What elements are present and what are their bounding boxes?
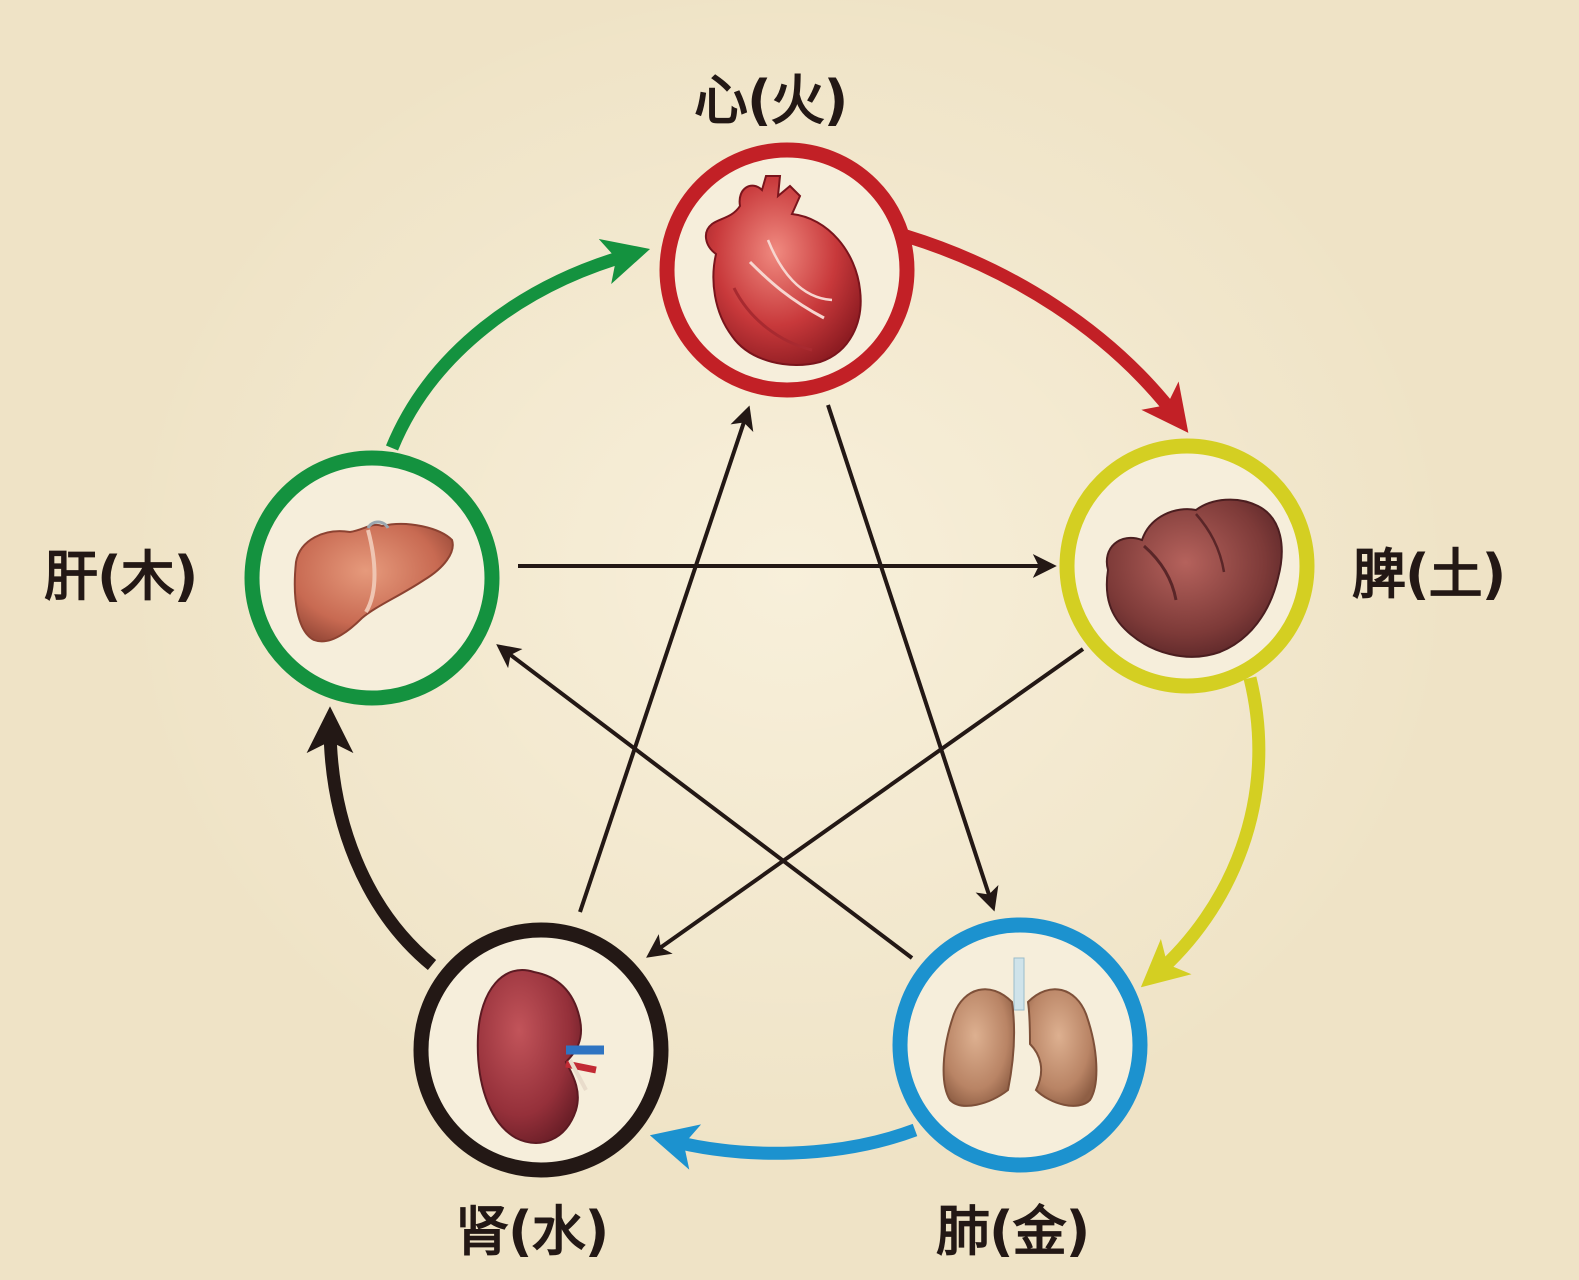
label-spleen-earth: 脾(土) — [1352, 543, 1506, 606]
node-heart — [659, 142, 915, 398]
arrow-heart-to-spleen — [904, 229, 1189, 433]
node-liver — [244, 450, 500, 706]
lungs-icon — [942, 957, 1098, 1107]
kidney-icon — [476, 969, 604, 1144]
arrow-kidney-to-liver — [306, 706, 437, 971]
heart-icon — [704, 175, 862, 366]
arrow-spleen-to-lung — [1140, 676, 1266, 988]
lung-ring — [892, 917, 1148, 1173]
spleen-ring — [1059, 438, 1315, 694]
label-liver-wood: 肝(木) — [44, 545, 198, 608]
liver-ring — [244, 450, 500, 706]
arrow-heart-to-lung — [826, 404, 999, 912]
spleen-icon — [1105, 498, 1283, 658]
node-spleen — [1059, 438, 1315, 694]
node-lung — [892, 917, 1148, 1173]
kidney-ring — [413, 922, 669, 1178]
generating-cycle — [306, 229, 1266, 1170]
label-lung-metal: 肺(金) — [936, 1200, 1090, 1263]
heart-ring — [659, 142, 915, 398]
arrow-lung-to-kidney — [649, 1123, 918, 1170]
node-kidney — [413, 922, 669, 1178]
arrow-kidney-to-heart — [578, 405, 754, 913]
label-heart-fire: 心(火) — [694, 69, 848, 132]
label-kidney-water: 肾(水) — [455, 1200, 609, 1263]
controlling-cycle — [496, 404, 1085, 960]
arrow-lung-to-liver — [496, 644, 914, 960]
arrow-liver-to-heart — [385, 238, 651, 451]
liver-icon — [293, 520, 454, 643]
arrow-spleen-to-kidney — [646, 647, 1085, 958]
